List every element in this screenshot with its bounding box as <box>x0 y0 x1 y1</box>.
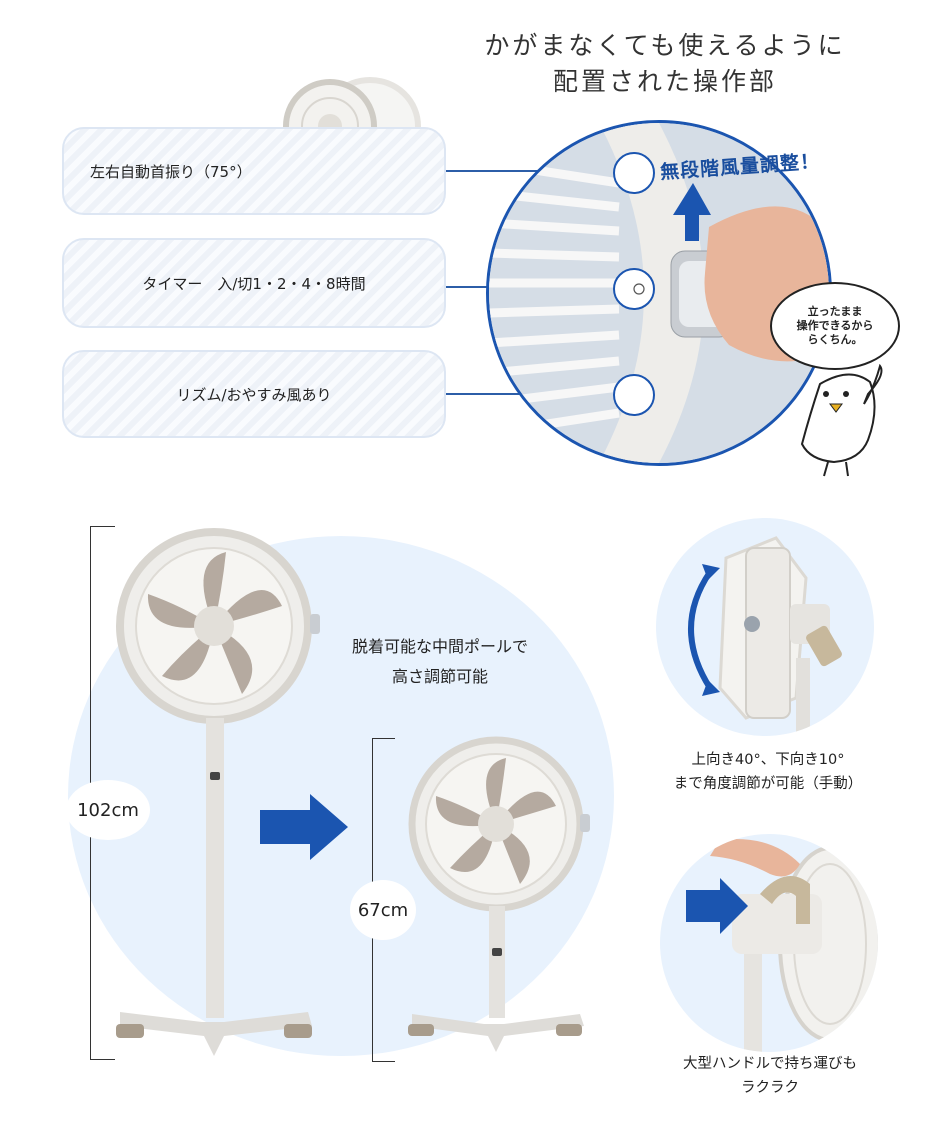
bird-mascot-icon <box>800 364 883 477</box>
handle-fan-illustration <box>686 839 878 1052</box>
tilt-caption: 上向き40°、下向き10° まで角度調節が可能（手動） <box>638 748 898 796</box>
tilt-caption-line-1: 上向き40°、下向き10° <box>691 752 845 768</box>
heading-line-1: かがまなくても使えるように <box>484 31 846 60</box>
feature-timer-label: タイマー 入/切1・2・4・8時間 <box>142 274 366 293</box>
feature-oscillation-label: 左右自動首振り（75°） <box>90 162 252 181</box>
feature-rhythm-label: リズム/おやすみ風あり <box>176 385 332 404</box>
handle-caption: 大型ハンドルで持ち運びも ラクラク <box>640 1052 900 1100</box>
tall-fan-illustration <box>116 528 320 1056</box>
short-height-label: 67cm <box>350 880 416 940</box>
control-panel-illustration <box>489 123 829 463</box>
speech-bubble: 立ったまま 操作できるから らくちん。 <box>770 282 900 370</box>
bubble-line-1: 立ったまま <box>807 305 863 318</box>
handle-closeup <box>660 834 878 1052</box>
feature-timer: タイマー 入/切1・2・4・8時間 <box>62 238 446 328</box>
tilt-closeup <box>656 518 874 736</box>
height-description: 脱着可能な中間ポールで 高さ調節可能 <box>310 632 570 692</box>
height-desc-line-2: 高さ調節可能 <box>391 667 488 686</box>
bubble-line-3: らくちん。 <box>807 333 863 346</box>
heading-line-2: 配置された操作部 <box>552 67 777 96</box>
control-panel-closeup <box>486 120 832 466</box>
section-heading: かがまなくても使えるように 配置された操作部 <box>430 28 900 100</box>
bubble-line-2: 操作できるから <box>796 319 874 332</box>
tilt-fan-illustration <box>688 536 842 736</box>
feature-rhythm: リズム/おやすみ風あり <box>62 350 446 438</box>
height-desc-line-1: 脱着可能な中間ポールで <box>351 637 528 656</box>
tall-height-label: 102cm <box>66 780 150 840</box>
short-fan-illustration <box>408 736 590 1052</box>
handle-caption-line-1: 大型ハンドルで持ち運びも <box>683 1056 857 1072</box>
arrow-right-icon <box>260 794 348 860</box>
connector-line-1 <box>446 170 618 172</box>
handle-caption-line-2: ラクラク <box>741 1080 799 1096</box>
tilt-caption-line-2: まで角度調節が可能（手動） <box>673 776 863 792</box>
feature-oscillation: 左右自動首振り（75°） <box>62 127 446 215</box>
